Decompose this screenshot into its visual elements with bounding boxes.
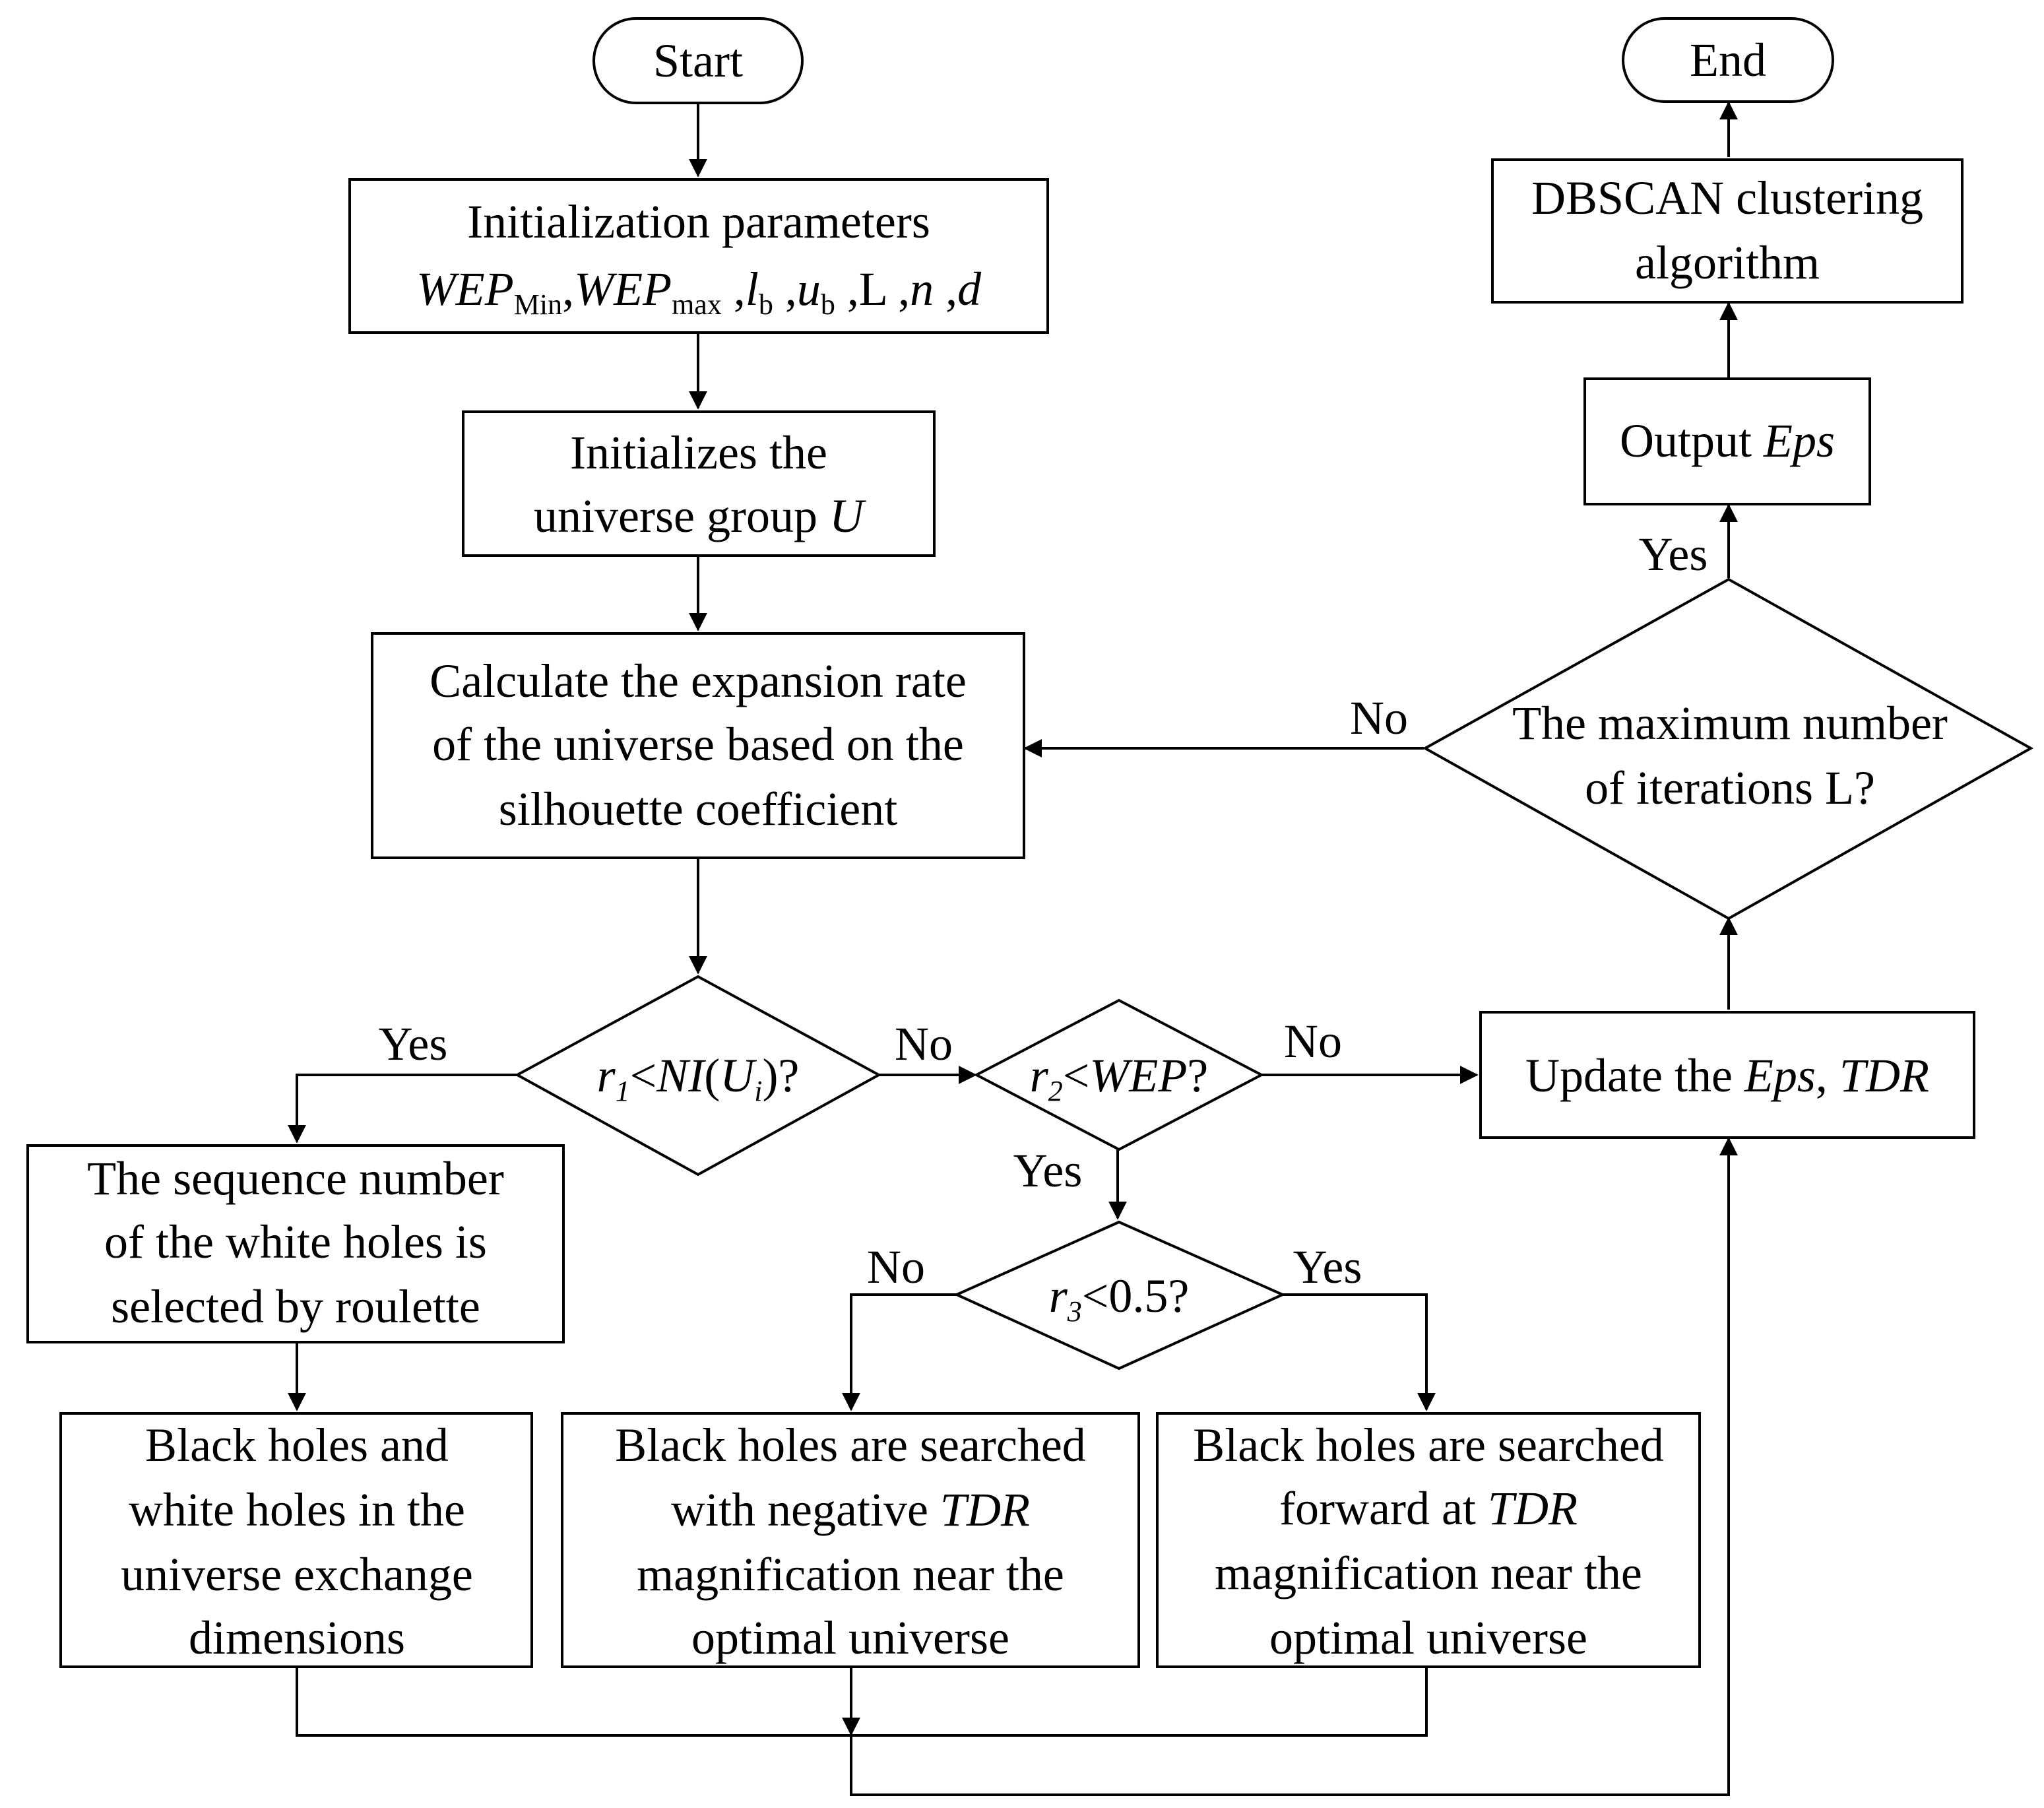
forward-search-box: Black holes are searched forward at TDR … xyxy=(1156,1412,1701,1668)
label-r3-no: No xyxy=(867,1241,925,1293)
roulette-line2: of the white holes is xyxy=(104,1215,487,1268)
init-parameters-formula: WEPMin,WEPmax ,lb ,ub ,L ,n ,d xyxy=(416,263,982,321)
dbscan-line1: DBSCAN clustering xyxy=(1531,172,1923,224)
init-universe-box: Initializes the universe group U xyxy=(462,410,936,557)
decision-r1-label: r1<NI(Ui)? xyxy=(597,1049,800,1107)
exchange-line1: Black holes and xyxy=(145,1419,449,1471)
decision-r3: r3<0.5? xyxy=(953,1220,1286,1371)
label-r2-no: No xyxy=(1284,1015,1342,1068)
output-label: Output Eps xyxy=(1620,414,1835,467)
update-box: Update the Eps, TDR xyxy=(1479,1011,1975,1139)
end-terminal: End xyxy=(1622,17,1834,103)
negative-search-box: Black holes are searched with negative T… xyxy=(561,1412,1140,1668)
decision-max-line2: of iterations L? xyxy=(1585,761,1875,814)
expansion-line2: of the universe based on the xyxy=(432,718,964,771)
forward-line4: optimal universe xyxy=(1269,1611,1587,1664)
negative-line1: Black holes are searched xyxy=(615,1419,1086,1471)
edge-labels: Yes No No Yes No Yes No Yes xyxy=(379,528,1708,1293)
decision-max-line1: The maximum number xyxy=(1512,697,1948,750)
roulette-line3: selected by roulette xyxy=(111,1280,480,1333)
edge-r3-no-negative xyxy=(842,1293,957,1411)
label-r2-yes: Yes xyxy=(1013,1144,1083,1197)
output-box: Output Eps xyxy=(1583,377,1871,505)
exchange-line3: universe exchange xyxy=(121,1548,473,1601)
decision-r1: r1<NI(Ui)? xyxy=(514,975,882,1177)
update-label: Update the Eps, TDR xyxy=(1525,1049,1929,1102)
label-r1-no: No xyxy=(895,1017,953,1070)
decision-r2-label: r2<WEP? xyxy=(1030,1049,1209,1107)
start-terminal: Start xyxy=(592,17,804,104)
roulette-line1: The sequence number xyxy=(87,1152,504,1205)
init-universe-line2: universe group U xyxy=(534,490,866,542)
decision-r2: r2<WEP? xyxy=(973,998,1265,1151)
label-r1-yes: Yes xyxy=(379,1017,448,1070)
forward-line1: Black holes are searched xyxy=(1193,1419,1664,1471)
exchange-line4: dimensions xyxy=(189,1611,405,1664)
decision-max-iterations: The maximum number of iterations L? xyxy=(1422,577,2034,920)
edge-r1-yes-roulette xyxy=(288,1074,517,1144)
edge-r3-yes-forward xyxy=(1283,1293,1436,1411)
decision-r3-label: r3<0.5? xyxy=(1049,1270,1190,1328)
dbscan-box: DBSCAN clustering algorithm xyxy=(1491,158,1964,304)
negative-line4: optimal universe xyxy=(691,1611,1009,1664)
negative-line2: with negative TDR xyxy=(671,1483,1030,1536)
roulette-box: The sequence number of the white holes i… xyxy=(26,1144,565,1343)
end-label: End xyxy=(1690,34,1766,86)
init-parameters-box: Initialization parameters WEPMin,WEPmax … xyxy=(348,178,1049,334)
expansion-line1: Calculate the expansion rate xyxy=(430,655,967,707)
negative-line3: magnification near the xyxy=(637,1548,1064,1601)
label-max-no: No xyxy=(1350,692,1408,744)
init-universe-line1: Initializes the xyxy=(570,426,827,479)
exchange-line2: white holes in the xyxy=(129,1483,465,1536)
edge-merge-update xyxy=(850,1137,1738,1796)
label-max-yes: Yes xyxy=(1639,528,1708,581)
expansion-line3: silhouette coefficient xyxy=(499,783,897,835)
expansion-rate-box: Calculate the expansion rate of the univ… xyxy=(371,632,1025,859)
start-label: Start xyxy=(653,34,743,87)
forward-line2: forward at TDR xyxy=(1279,1482,1578,1535)
edge-exchange-merge xyxy=(296,1668,1428,1737)
dbscan-line2: algorithm xyxy=(1635,236,1820,289)
forward-line3: magnification near the xyxy=(1215,1547,1642,1599)
connectors xyxy=(288,101,1738,1796)
label-r3-yes: Yes xyxy=(1293,1241,1362,1293)
init-parameters-title: Initialization parameters xyxy=(467,195,930,248)
exchange-dimensions-box: Black holes and white holes in the unive… xyxy=(59,1412,533,1668)
